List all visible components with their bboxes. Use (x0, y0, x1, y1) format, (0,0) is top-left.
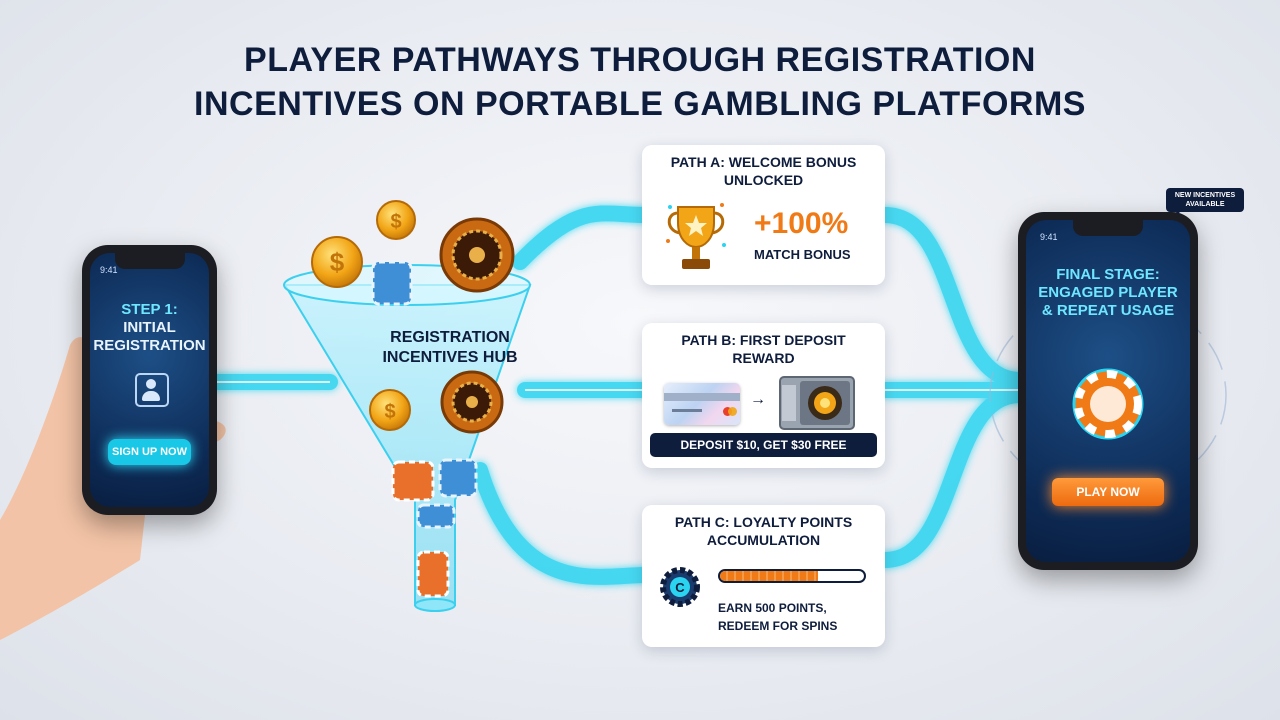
step-name-line-1: INITIAL (123, 319, 176, 336)
deposit-offer: DEPOSIT $10, GET $30 FREE (650, 433, 877, 457)
arrow-right-icon: → (750, 391, 766, 408)
path-c-title: PATH C: LOYALTY POINTS ACCUMULATION (642, 513, 885, 549)
coin-icon: $ $ $ (311, 200, 416, 431)
path-c-title-line-2: ACCUMULATION (706, 532, 821, 548)
path-a-in (512, 205, 653, 270)
path-a-title-line-2: UNLOCKED (723, 172, 804, 188)
vault-icon (779, 376, 855, 430)
phone-screen-right: 9:41 FINAL STAGE: ENGAGED PLAYER & REPEA… (1026, 220, 1190, 562)
path-c-out (877, 387, 1028, 568)
trophy-icon (666, 203, 726, 269)
chip-icon (371, 260, 478, 598)
hub-label: REGISTRATION INCENTIVES HUB (335, 328, 565, 368)
engaged-player-phone: 9:41 FINAL STAGE: ENGAGED PLAYER & REPEA… (1018, 212, 1198, 570)
path-b-title: PATH B: FIRST DEPOSIT REWARD (642, 331, 885, 367)
phone-screen: 9:41 STEP 1: INITIAL REGISTRATION SIGN U… (90, 253, 209, 507)
svg-text:$: $ (330, 247, 345, 277)
final-title-line-3: & REPEAT USAGE (1041, 302, 1175, 319)
sign-up-button[interactable]: SIGN UP NOW (108, 439, 191, 465)
casino-chip-icon (1072, 368, 1144, 440)
status-time-right: 9:41 (1040, 232, 1058, 242)
progress-fill (720, 571, 818, 581)
final-stage-title: FINAL STAGE: ENGAGED PLAYER & REPEAT USA… (1026, 266, 1190, 320)
step-title: STEP 1: INITIAL REGISTRATION (90, 301, 209, 355)
notification-line-2: AVAILABLE (1185, 201, 1225, 208)
path-b-title-line-2: REWARD (732, 350, 795, 366)
svg-text:C: C (675, 580, 685, 595)
new-incentives-notification[interactable]: NEW INCENTIVES AVAILABLE (1166, 188, 1244, 214)
registration-phone: 9:41 STEP 1: INITIAL REGISTRATION SIGN U… (82, 245, 217, 515)
page-title: PLAYER PATHWAYS THROUGH REGISTRATION INC… (0, 38, 1280, 126)
path-c-in (472, 462, 653, 585)
credit-card-icon (664, 383, 740, 425)
loyalty-gear-icon: C (660, 567, 700, 607)
points-progress-bar (718, 569, 866, 583)
title-line-2: INCENTIVES ON PORTABLE GAMBLING PLATFORM… (194, 85, 1086, 123)
svg-text:$: $ (384, 401, 395, 423)
hub-line-1: REGISTRATION (390, 329, 510, 346)
path-a-title: PATH A: WELCOME BONUS UNLOCKED (642, 153, 885, 189)
svg-text:$: $ (390, 211, 401, 233)
status-time: 9:41 (100, 265, 118, 275)
path-b-title-line-1: PATH B: FIRST DEPOSIT (681, 332, 846, 348)
funnel (283, 264, 532, 612)
notification-line-1: NEW INCENTIVES (1174, 192, 1236, 199)
user-avatar-icon (134, 373, 169, 407)
step-name-line-2: REGISTRATION (93, 337, 206, 354)
bonus-label: MATCH BONUS (754, 247, 851, 262)
path-a-title-line-1: PATH A: WELCOME BONUS (670, 154, 857, 170)
path-b-card: PATH B: FIRST DEPOSIT REWARD → DEPOSIT $… (642, 323, 885, 468)
title-line-1: PLAYER PATHWAYS THROUGH REGISTRATION (244, 41, 1036, 79)
hand-illustration (0, 337, 150, 640)
roulette-icon (439, 217, 515, 434)
final-title-line-2: ENGAGED PLAYER (1038, 284, 1178, 301)
path-c-card: PATH C: LOYALTY POINTS ACCUMULATION C EA… (642, 505, 885, 647)
path-c-title-line-1: PATH C: LOYALTY POINTS (674, 514, 853, 530)
play-now-button[interactable]: PLAY NOW (1052, 478, 1164, 506)
points-info: EARN 500 POINTS, REDEEM FOR SPINS (718, 599, 837, 635)
step-label: STEP 1: (121, 301, 178, 318)
path-a-out (877, 207, 1028, 388)
final-title-line-1: FINAL STAGE: (1056, 266, 1160, 283)
points-info-line-2: REDEEM FOR SPINS (718, 619, 838, 633)
points-info-line-1: EARN 500 POINTS, (718, 601, 827, 615)
path-a-card: PATH A: WELCOME BONUS UNLOCKED +100% MAT… (642, 145, 885, 285)
bonus-amount: +100% (754, 207, 849, 240)
hub-line-2: INCENTIVES HUB (382, 349, 518, 366)
